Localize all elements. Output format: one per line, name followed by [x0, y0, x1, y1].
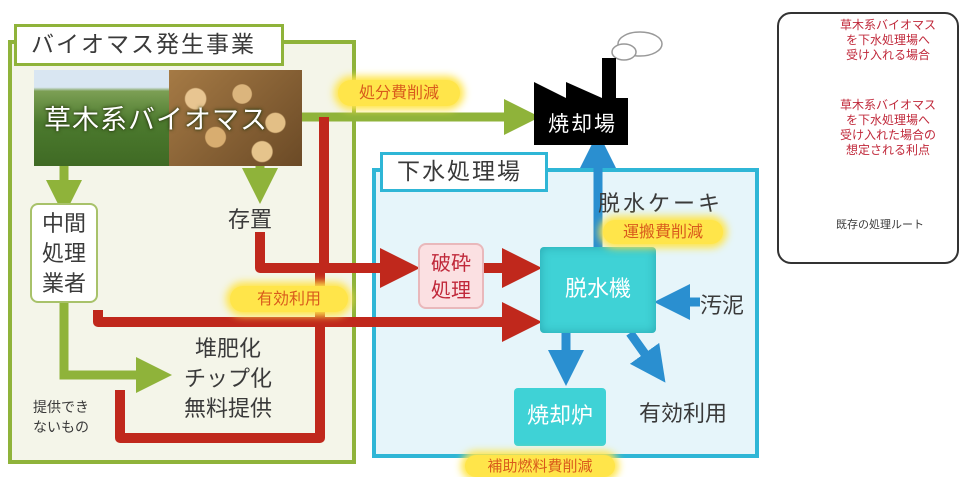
legend-red-arrow-text: 草木系バイオマス を下水処理場へ 受け入れる場合	[839, 18, 936, 62]
benefit-fuel-cost: 補助燃料費削減	[465, 455, 615, 477]
red-arrow-unprovided-loop	[115, 268, 325, 443]
benefit-effective-use: 有効利用	[230, 286, 348, 312]
compost-label: 堆肥化 チップ化 無料提供	[183, 337, 272, 422]
storage-label: 存置	[228, 208, 273, 233]
legend-existing-route-text: 既存の処理ルート	[836, 218, 924, 231]
blue-routes	[548, 132, 700, 386]
incinerator-box: 焼却炉	[514, 388, 606, 446]
grass-photo	[34, 70, 169, 166]
dehydrated-cake-label: 脱水ケーキ	[598, 192, 724, 217]
green-routes	[46, 99, 540, 393]
benefit-transport-cost: 運搬費削減	[603, 220, 723, 244]
intermediary-box: 中間 処理 業者	[30, 203, 98, 303]
dehydrator-box: 脱水機	[540, 247, 656, 333]
red-arrow-intermediary-to-dehydrator	[93, 302, 542, 342]
green-arrow-to-compost	[59, 303, 172, 393]
sewage-region-title: 下水処理場	[380, 152, 548, 192]
logs-photo	[169, 70, 302, 166]
biomass-photo-label: 草木系バイオマス	[44, 105, 268, 136]
red-arrow-storage-to-crush	[255, 232, 420, 288]
crushing-label: 破砕 処理	[431, 251, 471, 302]
blue-arrow-dehydrator-to-reuse	[626, 330, 666, 383]
red-routes	[93, 117, 542, 443]
sludge-label: 汚泥	[700, 294, 745, 319]
crushing-box: 破砕 処理	[418, 243, 484, 309]
legend	[777, 12, 959, 264]
intermediary-label: 中間 処理 業者	[41, 212, 86, 297]
biomass-region-title: バイオマス発生事業	[14, 24, 284, 66]
biomass-photo: 草木系バイオマス	[34, 70, 302, 166]
cannot-provide-label: 提供でき ないもの	[33, 400, 89, 436]
incineration-plant-icon	[534, 31, 663, 145]
incineration-plant-label: 焼却場	[548, 112, 617, 136]
effective-use-label: 有効利用	[639, 402, 728, 427]
legend-yellow-blob-text: 草木系バイオマス を下水処理場へ 受け入れた場合の 想定される利点	[839, 98, 936, 157]
benefit-disposal-cost: 処分費削減	[338, 80, 460, 106]
